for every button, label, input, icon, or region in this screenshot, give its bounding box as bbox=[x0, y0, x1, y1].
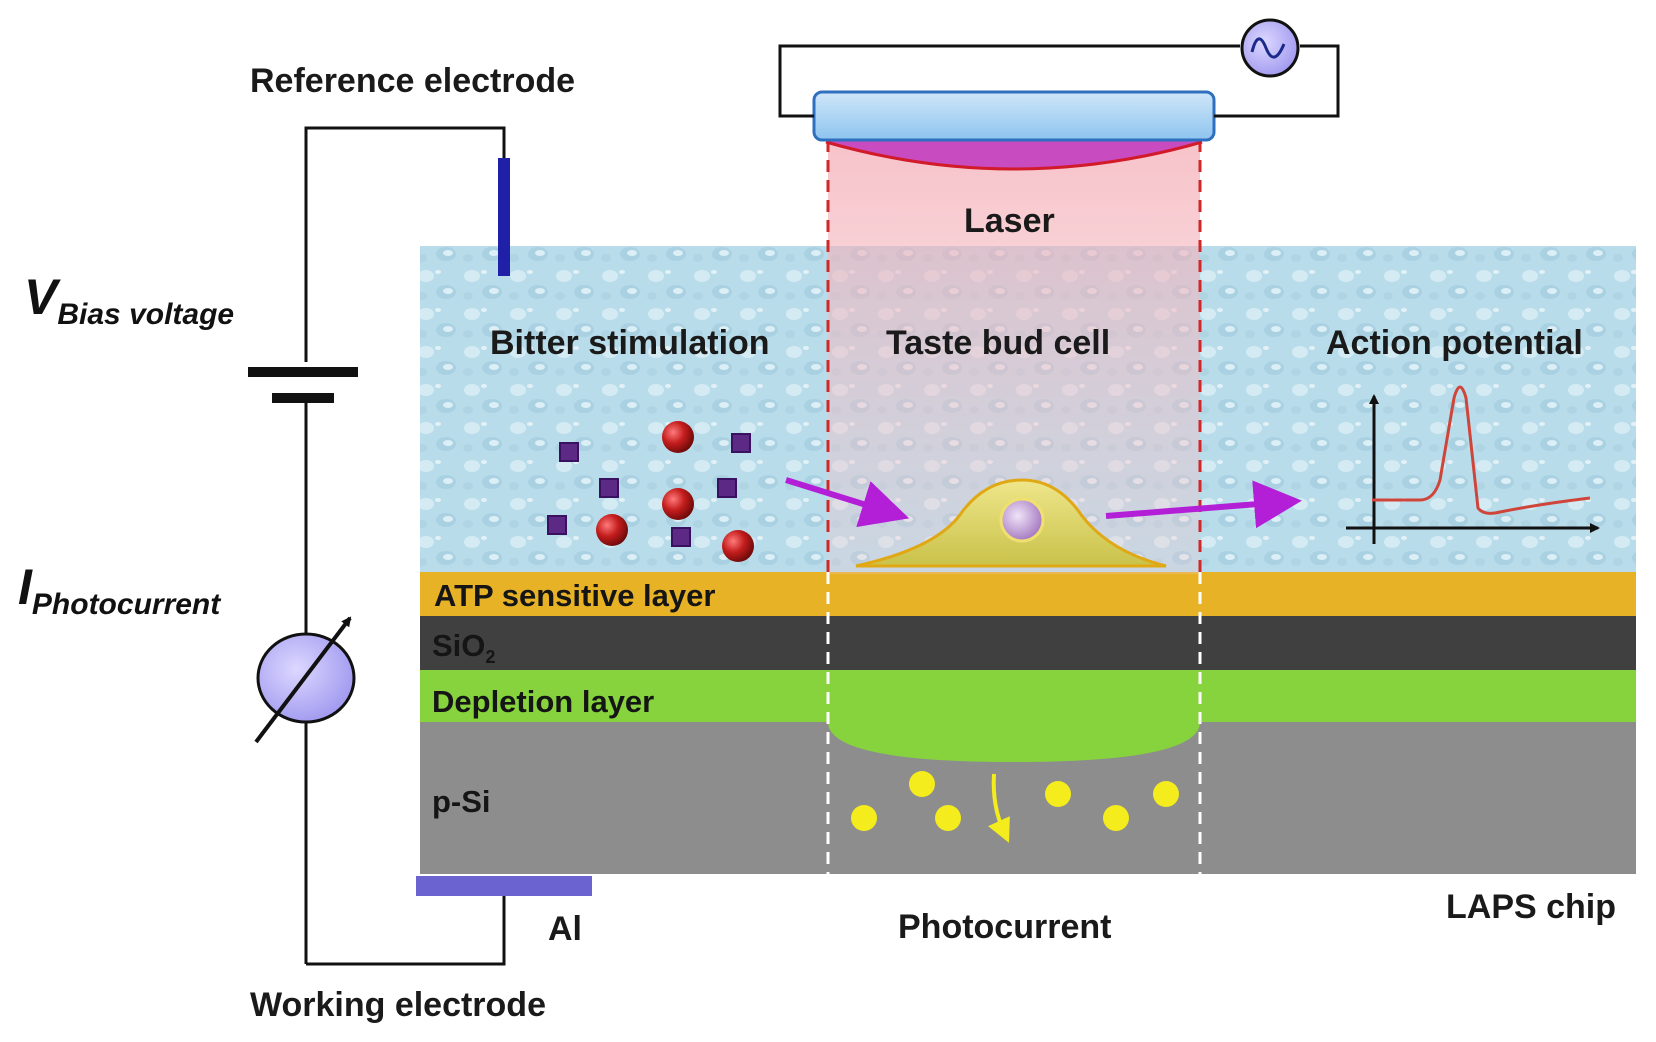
ac-modulation-circuit bbox=[778, 18, 1340, 118]
sio2-layer-label: SiO2 bbox=[432, 630, 495, 666]
reference-electrode-rod bbox=[498, 158, 510, 276]
taste-bud-cell bbox=[855, 478, 1167, 568]
taste-bud-cell-label: Taste bud cell bbox=[886, 324, 1111, 362]
p-si-layer-label: p-Si bbox=[432, 784, 491, 819]
action-potential-plot bbox=[1346, 385, 1600, 544]
response-arrow bbox=[1105, 480, 1302, 529]
depletion-layer-label: Depletion layer bbox=[432, 684, 655, 719]
sio2-base: SiO bbox=[432, 628, 486, 663]
action-potential-label: Action potential bbox=[1326, 324, 1583, 362]
cell-nucleus bbox=[999, 497, 1045, 543]
variable-ammeter-icon bbox=[254, 616, 356, 744]
battery-icon bbox=[248, 367, 358, 403]
photocurrent-sub: Photocurrent bbox=[31, 588, 221, 621]
al-label: Al bbox=[548, 910, 582, 948]
working-electrode-label: Working electrode bbox=[250, 986, 546, 1024]
bias-voltage-symbol: VBias voltage bbox=[24, 269, 234, 330]
stimulus-arrow bbox=[785, 477, 910, 527]
photocurrent-symbol: IPhotocurrent bbox=[18, 559, 220, 620]
depletion-bulge bbox=[828, 722, 1200, 762]
bitter-molecules bbox=[547, 421, 754, 562]
action-potential-trace bbox=[1372, 385, 1591, 515]
depletion-layer bbox=[420, 670, 1636, 722]
photocurrent-label: Photocurrent bbox=[898, 908, 1112, 946]
atp-sensitive-layer bbox=[420, 572, 1636, 616]
photocurrent-arrow bbox=[988, 773, 1010, 843]
aluminium-contact bbox=[416, 876, 592, 896]
bitter-stimulation-label: Bitter stimulation bbox=[490, 324, 770, 362]
laser-label: Laser bbox=[964, 202, 1055, 240]
reference-electrode-label: Reference electrode bbox=[250, 62, 576, 100]
photocurrent-main: I bbox=[18, 559, 32, 615]
sio2-subscript: 2 bbox=[485, 647, 496, 668]
atp-layer-label: ATP sensitive layer bbox=[434, 578, 716, 613]
photo-carriers bbox=[851, 771, 1179, 843]
laps-chip-label: LAPS chip bbox=[1446, 888, 1617, 926]
bias-voltage-sub: Bias voltage bbox=[57, 298, 235, 331]
bias-voltage-main: V bbox=[24, 269, 58, 325]
measurement-circuit bbox=[248, 126, 510, 966]
ac-source-icon bbox=[1240, 18, 1300, 78]
laser-source bbox=[812, 90, 1216, 171]
sio2-layer bbox=[420, 616, 1636, 670]
